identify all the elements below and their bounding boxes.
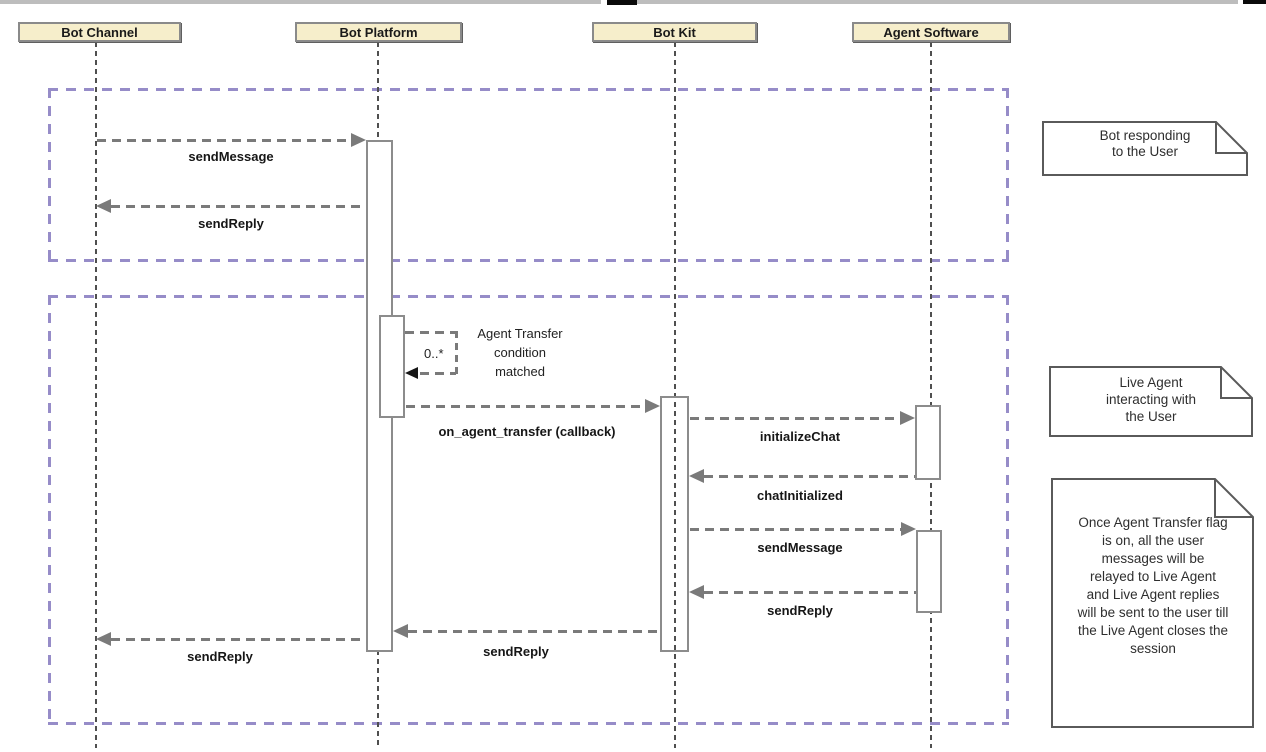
message-label: chatInitialized <box>757 488 843 503</box>
message-line <box>406 405 646 408</box>
self-message-line-vertical <box>455 331 458 375</box>
top-bar-black-segment <box>607 0 637 5</box>
arrowhead-left <box>96 632 111 646</box>
message-label: on_agent_transfer (callback) <box>438 424 616 439</box>
top-bar-gap <box>601 0 607 6</box>
activation-bot-platform-nested <box>379 315 405 418</box>
note-text: Once Agent Transfer flag is on, all the … <box>1077 515 1229 656</box>
message-line <box>690 417 901 420</box>
arrowhead-right <box>900 411 915 425</box>
arrowhead-right <box>901 522 916 536</box>
actor-label: Bot Channel <box>61 24 138 40</box>
message-label: sendMessage <box>757 540 843 555</box>
arrowhead-left <box>96 199 111 213</box>
arrowhead-right <box>645 399 660 413</box>
note-agent-transfer-flag <box>1051 478 1255 729</box>
actor-label: Bot Platform <box>339 24 418 40</box>
fragment-frame-live-agent <box>48 295 1009 725</box>
self-message-arrowhead <box>405 367 418 379</box>
arrowhead-left <box>689 469 704 483</box>
note-shape-icon <box>1051 478 1254 728</box>
note-bot-responding <box>1042 121 1249 177</box>
actor-bot-kit: Bot Kit <box>592 22 757 42</box>
arrowhead-left <box>689 585 704 599</box>
message-label: sendReply <box>187 649 253 664</box>
note-text: Live Agent interacting with the User <box>1105 375 1197 424</box>
note-text: Bot responding to the User <box>1099 128 1191 159</box>
arrowhead-right <box>351 133 366 147</box>
message-label: sendReply <box>198 216 264 231</box>
message-label: sendMessage <box>188 149 274 164</box>
activation-agent-software-2 <box>916 530 942 613</box>
message-line <box>690 528 902 531</box>
message-line <box>97 139 351 142</box>
message-line <box>111 638 366 641</box>
self-message-line-bottom <box>420 372 456 375</box>
arrowhead-left <box>393 624 408 638</box>
multiplicity-label: 0..* <box>424 346 444 361</box>
lifeline-bot-kit <box>674 42 676 748</box>
message-line <box>704 475 915 478</box>
message-line <box>704 591 916 594</box>
message-line <box>111 205 366 208</box>
message-line <box>408 630 660 633</box>
message-label: sendReply <box>483 644 549 659</box>
fragment-frame-bot-responding <box>48 88 1009 262</box>
actor-bot-platform: Bot Platform <box>295 22 462 42</box>
actor-agent-software: Agent Software <box>852 22 1010 42</box>
lifeline-bot-channel <box>95 42 97 748</box>
actor-label: Bot Kit <box>653 24 696 40</box>
note-shape-icon <box>1042 121 1248 176</box>
actor-bot-channel: Bot Channel <box>18 22 181 42</box>
message-label: initializeChat <box>759 429 841 444</box>
lifeline-bot-platform-bottom <box>377 650 379 748</box>
actor-label: Agent Software <box>883 24 979 40</box>
top-bar-corner-segment <box>1243 0 1266 4</box>
note-live-agent <box>1049 366 1254 438</box>
message-label: sendReply <box>767 603 833 618</box>
top-bar-gap <box>1238 0 1243 5</box>
self-message-label: Agent Transfer condition matched <box>477 326 563 379</box>
note-shape-icon <box>1049 366 1253 437</box>
self-message-line-top <box>405 331 458 334</box>
activation-bot-kit <box>660 396 689 652</box>
lifeline-bot-platform-top <box>377 42 379 142</box>
lifeline-agent-software <box>930 42 932 748</box>
activation-agent-software-1 <box>915 405 941 480</box>
